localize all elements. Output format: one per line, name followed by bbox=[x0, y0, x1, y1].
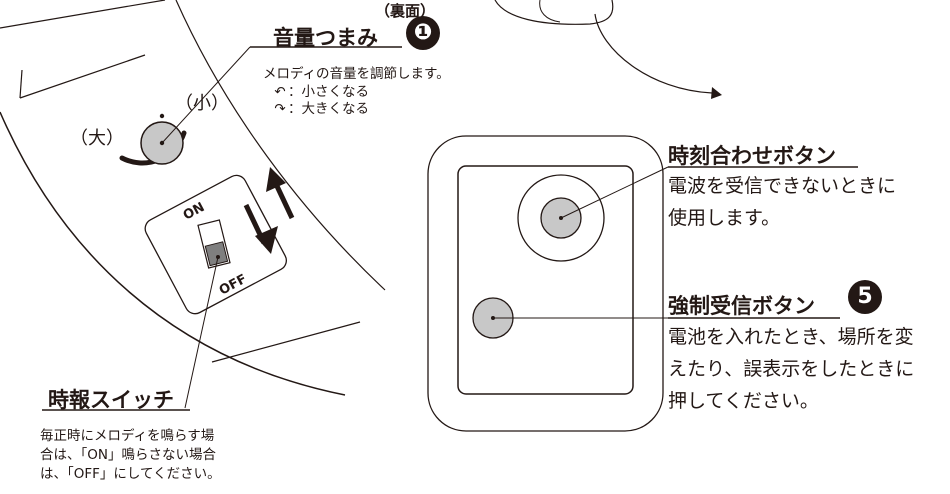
counterclockwise-icon: ↶ bbox=[274, 84, 286, 100]
volume-knob-description: メロディの音量を調節します。 bbox=[263, 66, 450, 82]
forced-receive-button-description: 電池を入れたとき、場所を変 えたり、誤表示をしたときに 押してください。 bbox=[668, 321, 914, 417]
time-set-button-title: 時刻合わせボタン bbox=[668, 144, 836, 168]
time-set-description-line: 使用します。 bbox=[668, 207, 781, 229]
volume-legend-item: ↶：小さくなる bbox=[272, 84, 369, 101]
clock-inner-edge bbox=[0, 0, 166, 29]
clock-frame-line-2 bbox=[19, 69, 23, 99]
rear-view-arrow bbox=[594, 13, 713, 94]
switch-down-arrowhead bbox=[255, 226, 278, 254]
switch-description-line: 毎正時にメロディを鳴らす場 bbox=[40, 428, 215, 444]
rear-label: （裏面） bbox=[375, 2, 436, 20]
forced-receive-description-line: 押してください。 bbox=[668, 390, 819, 412]
volume-knob-number-badge: ❶ bbox=[406, 16, 440, 50]
volume-knob-leader bbox=[161, 46, 251, 144]
time-set-button-description: 電波を受信できないときに 使用します。 bbox=[668, 170, 896, 234]
switch-leader bbox=[184, 256, 219, 409]
volume-large-label: （大） bbox=[70, 128, 124, 149]
forced-receive-description-line: えたり、誤表示をしたときに bbox=[668, 358, 915, 380]
volume-knob-title: 音量つまみ bbox=[273, 26, 378, 50]
volume-legend-text: ：小さくなる bbox=[288, 84, 369, 100]
switch-lever[interactable] bbox=[204, 241, 229, 267]
clock-rear-line bbox=[175, 0, 386, 291]
forced-receive-button-title: 強制受信ボタン bbox=[668, 294, 815, 318]
clock-frame-line bbox=[19, 54, 146, 99]
switch-title: 時報スイッチ bbox=[48, 388, 174, 412]
time-set-description-line: 電波を受信できないときに bbox=[668, 175, 897, 197]
switch-up-arrowhead bbox=[266, 167, 286, 192]
forced-receive-number-badge: 5 bbox=[848, 280, 882, 314]
switch-description-line: は、「OFF」にしてください。 bbox=[40, 466, 221, 482]
clockwise-icon: ↷ bbox=[274, 101, 286, 117]
forced-receive-description-line: 電池を入れたとき、場所を変 bbox=[668, 326, 914, 348]
clock-bottom-line bbox=[211, 321, 361, 363]
rear-view-outline bbox=[494, 0, 614, 25]
switch-up-arrow bbox=[273, 182, 295, 220]
switch-description-line: 合は、「ON」鳴らさない場合 bbox=[40, 447, 216, 463]
rear-view-curve bbox=[539, 0, 561, 23]
time-set-leader bbox=[560, 166, 669, 219]
volume-knob-dot bbox=[159, 113, 165, 119]
volume-legend-text: ：大きくなる bbox=[288, 101, 369, 117]
rear-view-arrowhead bbox=[711, 87, 722, 99]
volume-small-label: （小） bbox=[175, 93, 229, 114]
switch-description: 毎正時にメロディを鳴らす場 合は、「ON」鳴らさない場合 は、「OFF」にしてく… bbox=[40, 427, 221, 484]
clock-body-outline bbox=[0, 111, 346, 396]
volume-legend-item: ↷：大きくなる bbox=[272, 101, 369, 118]
